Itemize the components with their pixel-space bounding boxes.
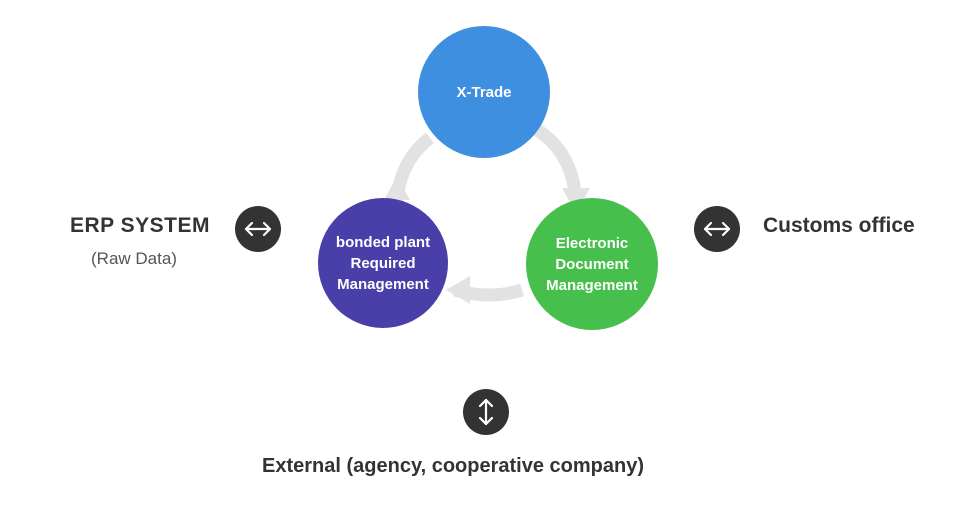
- double-arrow-horizontal-icon: [244, 221, 272, 237]
- right-exchange-badge: [694, 206, 740, 252]
- erp-system-subtitle: (Raw Data): [91, 249, 177, 268]
- electronic-document-node: Electronic Document Management: [526, 198, 658, 330]
- left-exchange-badge: [235, 206, 281, 252]
- bonded-label-line-1: bonded plant: [335, 233, 431, 251]
- bottom-exchange-badge: [463, 389, 509, 435]
- bonded-label-line-2: Required: [350, 254, 416, 272]
- double-arrow-horizontal-icon: [703, 221, 731, 237]
- erp-system-title: ERP SYSTEM: [70, 214, 210, 237]
- electronic-label-line-2: Document: [555, 255, 629, 273]
- customs-office-title: Customs office: [763, 214, 915, 237]
- bonded-label-line-3: Management: [337, 275, 429, 293]
- xtrade-label: X-Trade: [456, 83, 512, 101]
- external-title: External (agency, cooperative company): [262, 455, 644, 477]
- electronic-label-line-3: Management: [546, 276, 638, 294]
- electronic-label-line-1: Electronic: [555, 234, 629, 252]
- double-arrow-vertical-icon: [478, 398, 494, 426]
- xtrade-node: X-Trade: [418, 26, 550, 158]
- bonded-plant-node: bonded plant Required Management: [318, 198, 448, 328]
